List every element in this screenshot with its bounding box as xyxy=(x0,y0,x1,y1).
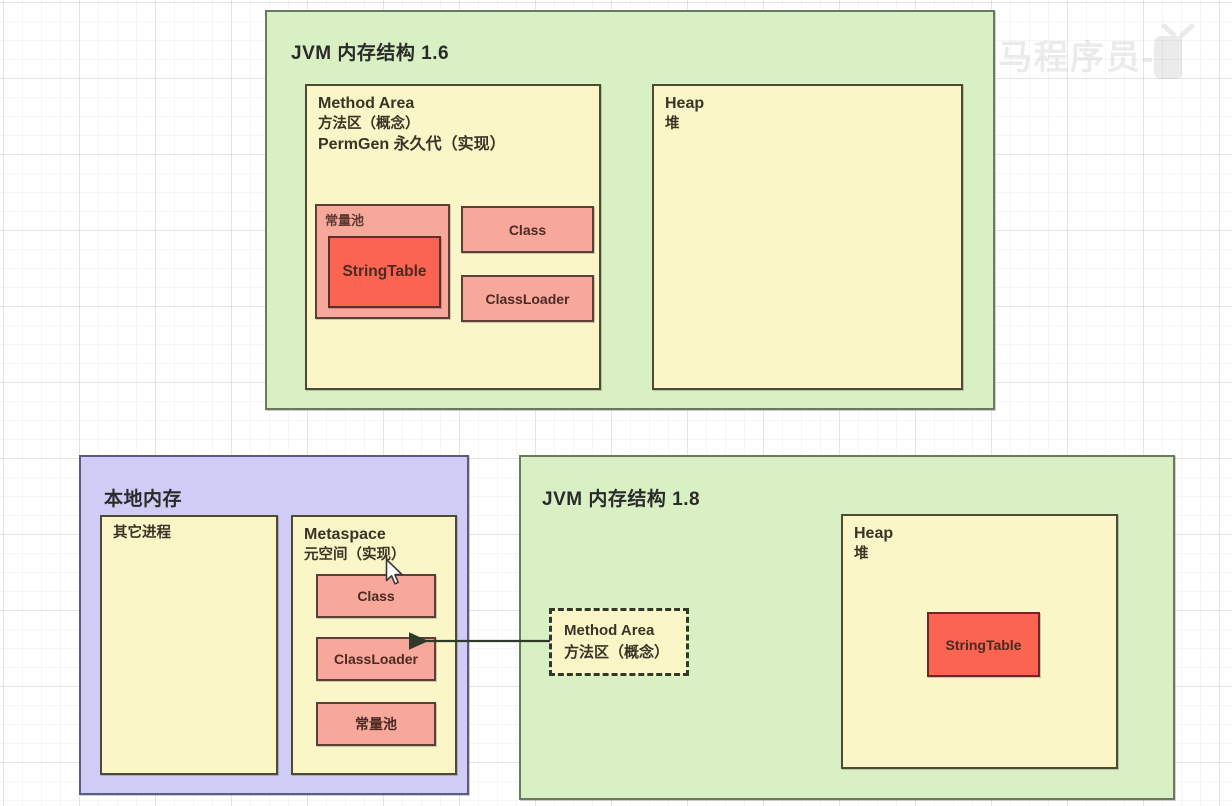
jvm-18-title: JVM 内存结构 1.8 xyxy=(542,489,701,510)
bilibili-logo-icon xyxy=(1152,22,1214,85)
native-memory-panel: 本地内存 其它进程 Metaspace 元空间（实现） Class ClassL… xyxy=(79,455,469,795)
constant-pool-box-16: 常量池 StringTable xyxy=(315,204,450,319)
metaspace-class-box: Class xyxy=(316,574,436,618)
class-box-16: Class xyxy=(461,206,594,253)
method-area-heading: Method Area 方法区（概念） PermGen 永久代（实现） xyxy=(318,93,506,156)
method-area-cn-concept: 方法区（概念） xyxy=(318,115,420,132)
metaspace-arrow xyxy=(400,625,560,657)
metaspace-heading: Metaspace 元空间（实现） xyxy=(304,524,406,565)
class-label-16: Class xyxy=(508,221,547,238)
heap-cn-18: 堆 xyxy=(854,545,869,562)
metaspace-box: Metaspace 元空间（实现） Class ClassLoader 常量池 xyxy=(291,515,457,775)
method-area-box-16: Method Area 方法区（概念） PermGen 永久代（实现） 常量池 … xyxy=(305,84,601,390)
dashed-method-area-cn: 方法区（概念） xyxy=(564,643,670,661)
class-loader-box-16: ClassLoader xyxy=(461,275,594,322)
class-loader-label-16: ClassLoader xyxy=(485,290,570,307)
heap-box-16: Heap 堆 xyxy=(652,84,963,390)
metaspace-classloader-label: ClassLoader xyxy=(333,651,419,667)
constant-pool-label-16: 常量池 xyxy=(325,213,365,228)
metaspace-cn: 元空间（实现） xyxy=(304,546,406,563)
dashed-method-area-box: Method Area 方法区（概念） xyxy=(549,608,689,676)
string-table-label-18: StringTable xyxy=(945,636,1022,653)
string-table-label-16: StringTable xyxy=(342,263,427,280)
other-process-label: 其它进程 xyxy=(113,525,171,541)
string-table-box-16: StringTable xyxy=(328,236,441,308)
native-memory-title: 本地内存 xyxy=(104,489,183,510)
heap-en-18: Heap xyxy=(854,525,894,542)
other-process-heading: 其它进程 xyxy=(113,524,171,544)
metaspace-constant-pool-label: 常量池 xyxy=(355,716,397,732)
dashed-method-area-text: Method Area 方法区（概念） xyxy=(564,620,669,664)
method-area-en: Method Area xyxy=(318,95,415,112)
heap-en-16: Heap xyxy=(665,95,705,112)
heap-box-18: Heap 堆 StringTable xyxy=(841,514,1118,769)
method-area-cn-impl: PermGen 永久代（实现） xyxy=(318,136,506,154)
jvm-16-title: JVM 内存结构 1.6 xyxy=(291,43,450,64)
heap-heading-18: Heap 堆 xyxy=(854,523,893,564)
jvm-16-panel: JVM 内存结构 1.6 Method Area 方法区（概念） PermGen… xyxy=(265,10,995,410)
string-table-box-18: StringTable xyxy=(927,612,1040,677)
metaspace-constant-pool-box: 常量池 xyxy=(316,702,436,746)
dashed-method-area-en: Method Area xyxy=(564,622,655,639)
heap-heading-16: Heap 堆 xyxy=(665,93,704,134)
metaspace-class-label: Class xyxy=(357,588,395,604)
heap-cn-16: 堆 xyxy=(665,115,680,132)
other-process-box: 其它进程 xyxy=(100,515,278,775)
metaspace-en: Metaspace xyxy=(304,526,386,543)
